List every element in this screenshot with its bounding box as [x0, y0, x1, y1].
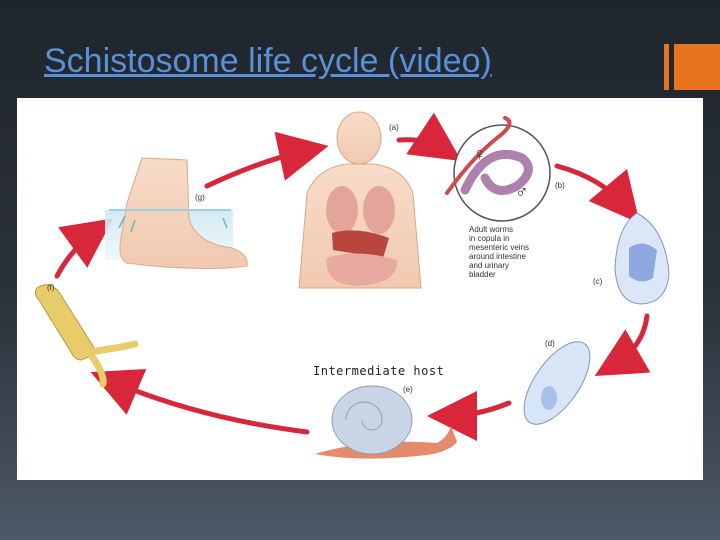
egg-illustration — [615, 213, 669, 304]
stage-label-e: (e) — [403, 385, 413, 394]
arrow-g-to-a — [207, 150, 309, 186]
svg-text:mesenteric veins: mesenteric veins — [469, 243, 529, 252]
snail-illustration — [315, 386, 457, 459]
arrow-f-to-g — [57, 230, 97, 276]
svg-text:in copula in: in copula in — [469, 234, 509, 243]
svg-text:around intestine: around intestine — [469, 252, 526, 261]
svg-text:and urinary: and urinary — [469, 261, 509, 270]
stage-label-a: (a) — [389, 123, 399, 132]
intermediate-host-label: Intermediate host — [313, 364, 444, 378]
svg-text:bladder: bladder — [469, 270, 496, 279]
accent-bar-thin — [664, 44, 669, 90]
foot-in-water-illustration — [105, 158, 247, 268]
stage-label-f: (f) — [47, 283, 55, 292]
stage-label-c: (c) — [593, 277, 603, 286]
svg-text:Adult worms: Adult worms — [469, 225, 513, 234]
miracidium-illustration — [511, 331, 602, 435]
stage-label-d: (d) — [545, 339, 555, 348]
life-cycle-diagram: (g) (a) ♀ ♂ (b) Adult worms in copula in… — [17, 98, 703, 480]
life-cycle-figure: (g) (a) ♀ ♂ (b) Adult worms in copula in… — [17, 98, 703, 480]
arrow-a-to-b — [399, 140, 445, 150]
accent-bar-block — [674, 44, 720, 90]
female-symbol: ♀ — [473, 144, 487, 164]
adult-worms-illustration: ♀ ♂ — [447, 118, 550, 221]
adult-worms-description: Adult worms in copula in mesenteric vein… — [469, 225, 529, 279]
stage-label-b: (b) — [555, 181, 565, 190]
slide-title[interactable]: Schistosome life cycle (video) — [44, 42, 492, 81]
arrow-c-to-d — [612, 316, 647, 366]
cercaria-illustration — [35, 285, 135, 384]
stage-label-g: (g) — [195, 193, 205, 202]
arrow-e-to-f — [109, 380, 307, 432]
arrow-b-to-c — [557, 166, 627, 208]
male-symbol: ♂ — [515, 182, 529, 202]
arrow-d-to-e — [447, 403, 509, 416]
